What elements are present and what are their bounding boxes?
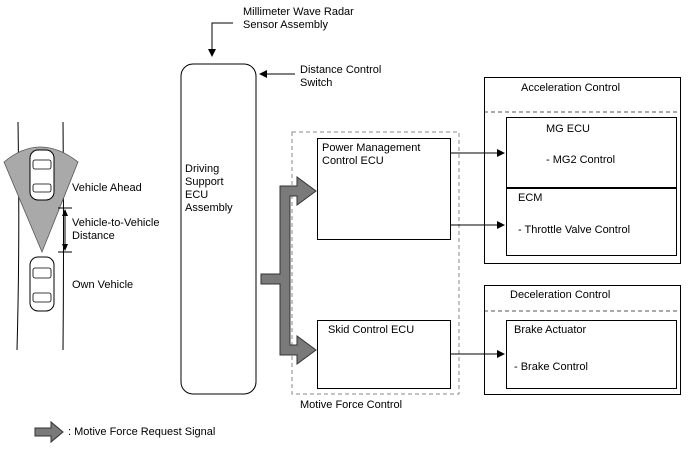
motive-force-signal-arrow bbox=[260, 176, 317, 365]
mg-ecu-title: MG ECU bbox=[546, 123, 590, 135]
mg-ecu-box bbox=[506, 117, 677, 188]
deceleration-title: Deceleration Control bbox=[510, 289, 611, 301]
skid-control-ecu-box bbox=[317, 320, 451, 389]
ecu-label: Driving Support ECU Assembly bbox=[185, 163, 233, 214]
brake-actuator-title: Brake Actuator bbox=[514, 324, 587, 336]
driving-support-ecu-box bbox=[180, 63, 257, 395]
vehicle-ahead-icon bbox=[29, 149, 55, 201]
legend-arrow-icon bbox=[34, 420, 64, 444]
sensor-arrow bbox=[208, 22, 233, 57]
ecm-box bbox=[506, 188, 677, 256]
brake-item: - Brake Control bbox=[514, 361, 588, 373]
own-vehicle-icon bbox=[29, 256, 55, 312]
deceleration-control-box bbox=[484, 285, 681, 395]
distance-bracket bbox=[58, 207, 72, 253]
distance-label: Vehicle-to-Vehicle Distance bbox=[72, 217, 160, 242]
vehicle-ahead-label: Vehicle Ahead bbox=[72, 182, 142, 194]
brake-actuator-box bbox=[506, 320, 677, 389]
sensor-label: Millimeter Wave Radar Sensor Assembly bbox=[243, 6, 354, 31]
motive-force-region bbox=[291, 131, 460, 395]
legend-label: : Motive Force Request Signal bbox=[68, 426, 216, 438]
mg-ecu-item: - MG2 Control bbox=[546, 154, 616, 166]
ecm-title: ECM bbox=[518, 192, 543, 204]
motive-force-label: Motive Force Control bbox=[300, 399, 403, 411]
acceleration-control-box bbox=[484, 77, 681, 264]
road-left-edge bbox=[16, 121, 20, 351]
switch-label: Distance Control Switch bbox=[300, 64, 382, 89]
road-right-edge bbox=[62, 121, 64, 351]
skid-control-label: Skid Control ECU bbox=[328, 324, 415, 336]
own-vehicle-label: Own Vehicle bbox=[72, 279, 134, 291]
power-management-label: Power Management Control ECU bbox=[322, 142, 421, 167]
acceleration-title: Acceleration Control bbox=[521, 82, 621, 94]
ecm-item: - Throttle Valve Control bbox=[518, 224, 631, 236]
power-management-ecu-box bbox=[317, 138, 451, 240]
